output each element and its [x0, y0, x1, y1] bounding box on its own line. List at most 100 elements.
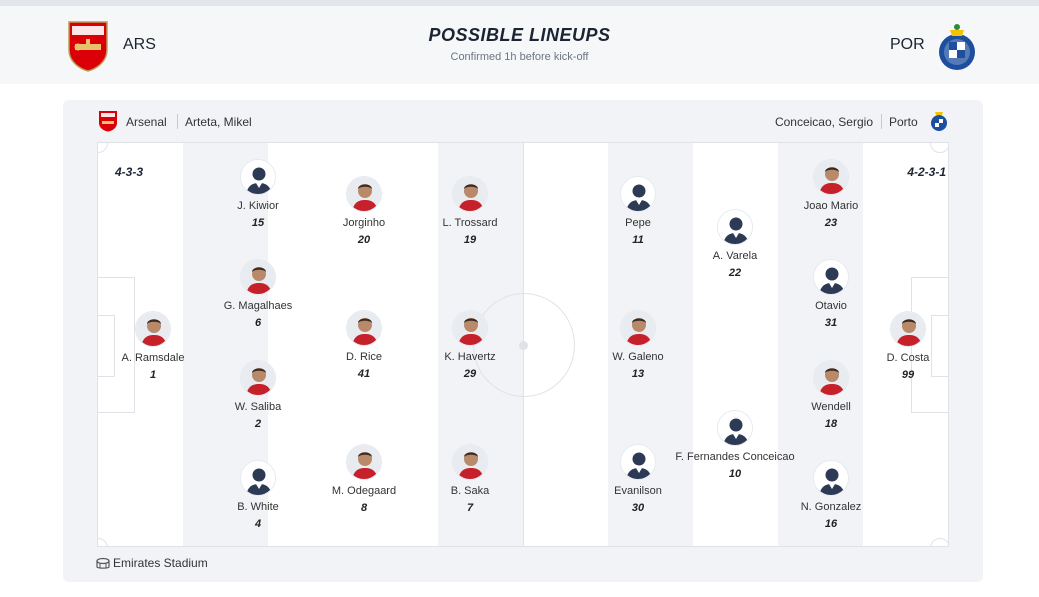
home-penalty-box: [98, 277, 135, 413]
player-card[interactable]: Wendell 18: [761, 360, 901, 430]
player-name: F. Fernandes Conceicao: [675, 451, 795, 463]
player-avatar: [620, 310, 656, 346]
player-avatar: [452, 444, 488, 480]
player-number: 41: [357, 368, 371, 380]
player-name: Pepe: [625, 217, 651, 229]
player-name: Evanilson: [614, 485, 662, 497]
player-name: W. Saliba: [234, 401, 282, 413]
stadium-icon: [96, 558, 110, 570]
player-avatar: [346, 444, 382, 480]
player-avatar: [813, 259, 849, 295]
player-name: Joao Mario: [803, 200, 859, 212]
player-avatar: [240, 360, 276, 396]
player-name: B. White: [237, 501, 279, 513]
corner-arc: [930, 143, 948, 153]
player-avatar: [452, 176, 488, 212]
player-number: 11: [632, 234, 644, 246]
player-avatar: [452, 310, 488, 346]
player-avatar: [717, 209, 753, 245]
player-name: L. Trossard: [442, 217, 498, 229]
player-number: 18: [824, 418, 838, 430]
player-avatar: [346, 176, 382, 212]
player-number: 10: [728, 468, 742, 480]
player-number: 4: [254, 518, 262, 530]
divider: [881, 114, 882, 129]
player-avatar: [346, 310, 382, 346]
player-number: 22: [728, 267, 742, 279]
player-number: 19: [463, 234, 477, 246]
player-name: W. Galeno: [612, 351, 664, 363]
player-number: 7: [466, 502, 474, 514]
player-avatar: [240, 159, 276, 195]
corner-arc: [930, 538, 948, 546]
player-name: K. Havertz: [444, 351, 496, 363]
player-avatar: [890, 311, 926, 347]
player-card[interactable]: Evanilson 30: [568, 444, 708, 514]
stadium-info: Emirates Stadium: [96, 556, 208, 570]
player-number: 31: [824, 317, 838, 329]
player-card[interactable]: W. Saliba 2: [188, 360, 328, 430]
player-avatar: [240, 460, 276, 496]
player-card[interactable]: M. Odegaard 8: [294, 444, 434, 514]
arsenal-crest-icon[interactable]: [66, 20, 110, 72]
player-name: Wendell: [811, 401, 851, 413]
pitch-stripe: [608, 143, 693, 546]
managers-bar: Arsenal Arteta, Mikel Conceicao, Sergio …: [63, 100, 983, 142]
divider: [177, 114, 178, 129]
player-avatar: [813, 460, 849, 496]
home-manager[interactable]: Arteta, Mikel: [185, 115, 252, 129]
player-number: 23: [824, 217, 838, 229]
home-goal-box: [98, 315, 115, 377]
player-number: 6: [254, 317, 262, 329]
home-team-name[interactable]: Arsenal: [126, 115, 167, 129]
player-number: 13: [631, 368, 645, 380]
player-card[interactable]: B. White 4: [188, 460, 328, 530]
player-avatar: [717, 410, 753, 446]
player-card[interactable]: Jorginho 20: [294, 176, 434, 246]
player-card[interactable]: L. Trossard 19: [400, 176, 540, 246]
player-number: 1: [149, 369, 157, 381]
away-manager[interactable]: Conceicao, Sergio: [774, 115, 873, 129]
player-number: 8: [360, 502, 368, 514]
player-name: B. Saka: [450, 485, 490, 497]
home-team-code: ARS: [123, 36, 156, 53]
player-avatar: [620, 444, 656, 480]
porto-crest-icon[interactable]: [935, 20, 979, 72]
corner-arc: [98, 538, 108, 546]
top-strip: [0, 0, 1039, 6]
player-number: 2: [254, 418, 262, 430]
player-card[interactable]: Pepe 11: [568, 176, 708, 246]
player-card[interactable]: Otavio 31: [761, 259, 901, 329]
player-name: G. Magalhaes: [223, 300, 293, 312]
away-team-name[interactable]: Porto: [889, 115, 918, 129]
player-name: Jorginho: [342, 217, 386, 229]
player-number: 30: [631, 502, 645, 514]
player-avatar: [813, 159, 849, 195]
player-name: M. Odegaard: [331, 485, 397, 497]
corner-arc: [98, 143, 108, 153]
player-avatar: [240, 259, 276, 295]
home-formation: 4-3-3: [115, 165, 144, 179]
player-card[interactable]: G. Magalhaes 6: [188, 259, 328, 329]
player-name: D. Rice: [345, 351, 383, 363]
away-formation: 4-2-3-1: [907, 165, 946, 179]
player-number: 16: [824, 518, 838, 530]
player-name: Otavio: [815, 300, 847, 312]
player-card[interactable]: B. Saka 7: [400, 444, 540, 514]
player-card[interactable]: F. Fernandes Conceicao 10: [665, 410, 805, 480]
player-card[interactable]: Joao Mario 23: [761, 159, 901, 229]
page-subtitle: Confirmed 1h before kick-off: [450, 51, 589, 63]
porto-crest-icon: [931, 112, 947, 131]
center-spot: [519, 341, 528, 350]
player-card[interactable]: W. Galeno 13: [568, 310, 708, 380]
player-number: 20: [357, 234, 371, 246]
lineup-card: Arsenal Arteta, Mikel Conceicao, Sergio …: [63, 100, 983, 582]
player-card[interactable]: D. Rice 41: [294, 310, 434, 380]
